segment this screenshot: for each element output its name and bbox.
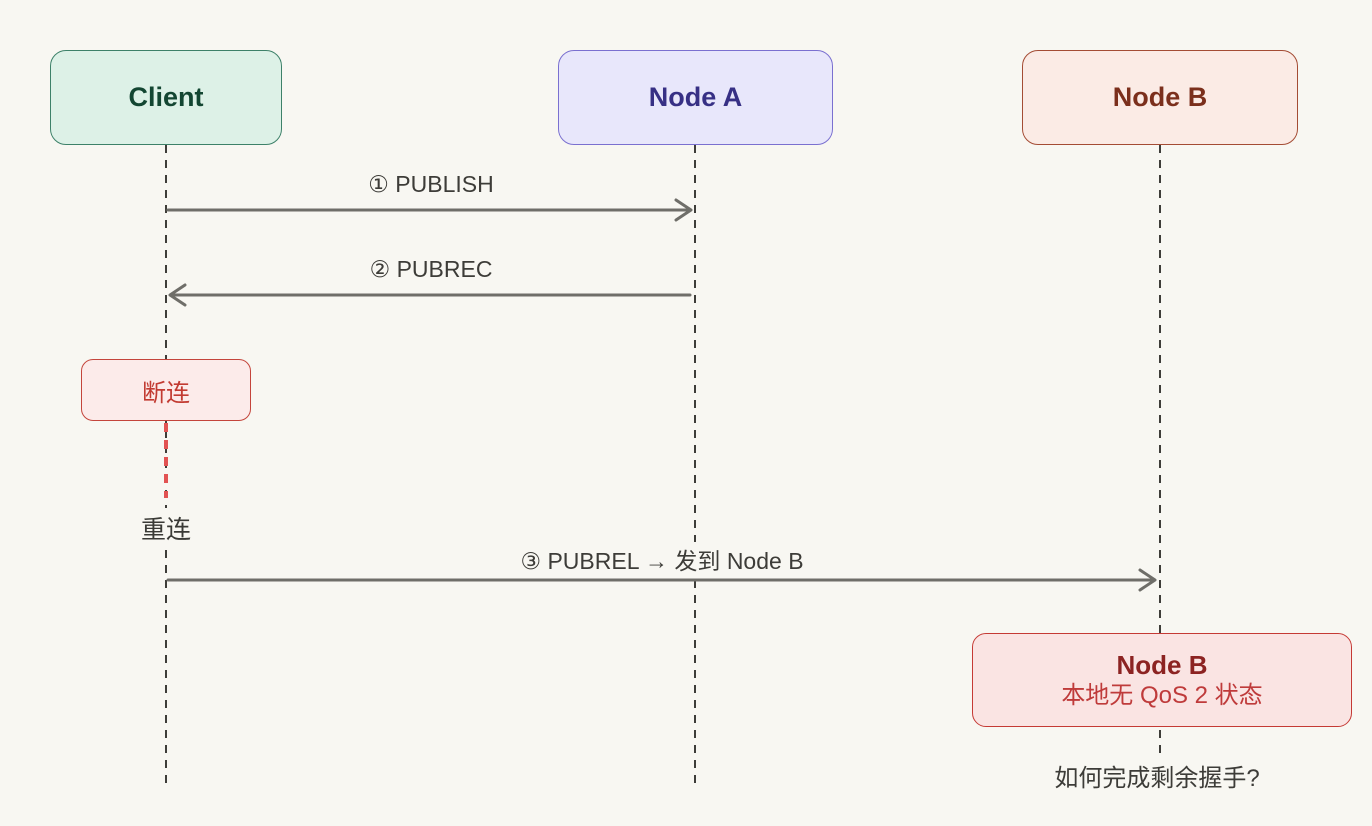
reconnect-label: 重连 [134,508,198,548]
handshake-question-label: 如何完成剩余握手? [1054,765,1260,792]
message-label-pubrel: ③ PUBREL → 发到 Node B [512,542,812,576]
actor-box-node-b: Node B [1022,50,1298,145]
actor-label-client: Client [128,82,204,112]
actor-box-client: Client [50,50,282,145]
node-b-note-subtitle: 本地无 QoS 2 状态 [1061,682,1263,710]
actor-label-node-a: Node A [648,82,743,112]
arrow-publish-head-icon [674,198,693,222]
node-b-state-note: Node B 本地无 QoS 2 状态 [972,633,1352,727]
actor-label-node-b: Node B [1112,82,1208,112]
arrow-pubrec-head-icon [168,283,187,307]
arrow-pubrel-head-icon [1138,568,1157,592]
actor-box-node-a: Node A [558,50,833,145]
disconnect-badge: 断连 [81,359,251,421]
node-b-note-title: Node B [1116,649,1208,680]
disconnect-badge-label: 断连 [142,379,190,407]
message-label-pubrec: ② PUBREC [361,256,501,283]
message-label-publish: ① PUBLISH [360,171,502,198]
